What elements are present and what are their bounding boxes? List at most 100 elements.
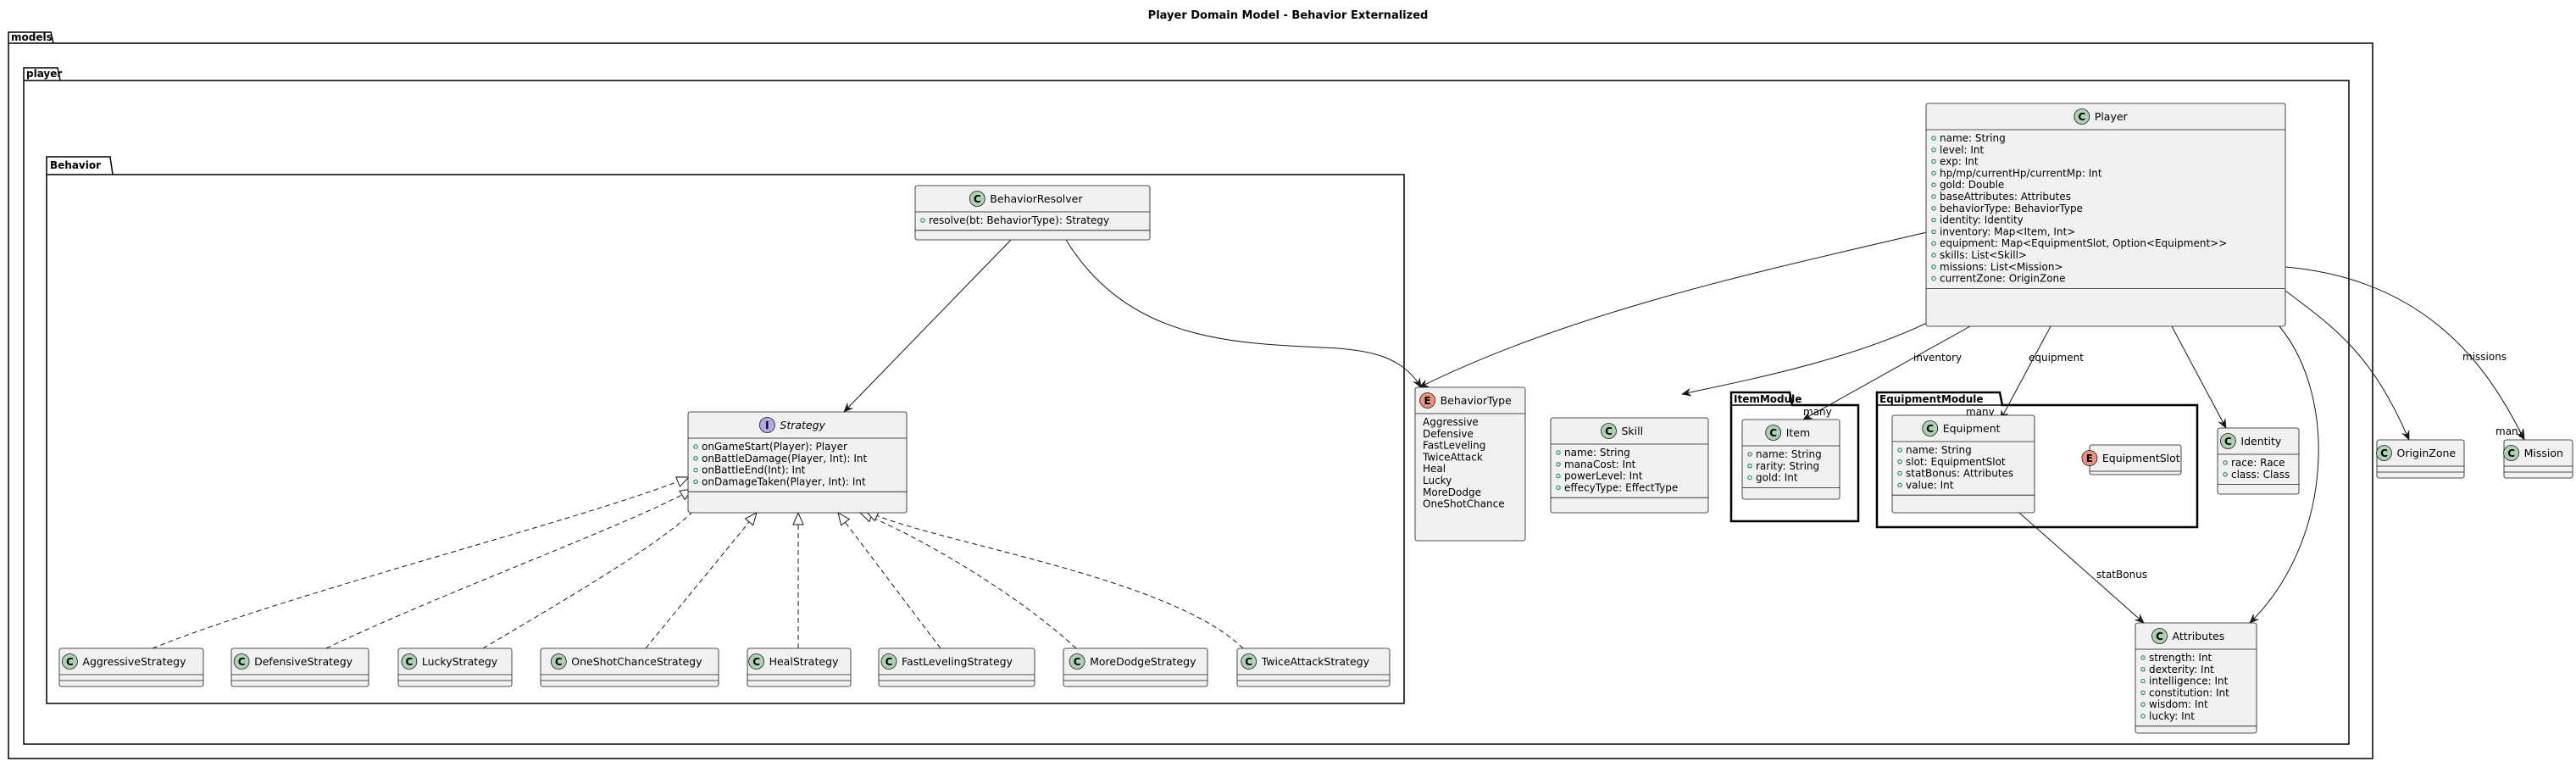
class-name: HealStrategy bbox=[769, 655, 839, 668]
stereotype-letter: I bbox=[765, 420, 769, 431]
class-box bbox=[1236, 648, 1391, 687]
class-member: name: String bbox=[1756, 448, 1822, 460]
diagram-title: Player Domain Model - Behavior Externali… bbox=[1148, 9, 1429, 22]
stereotype-icon bbox=[969, 191, 985, 207]
class-box bbox=[230, 648, 369, 687]
edge-player-to-identity bbox=[2171, 325, 2227, 429]
package-models: models bbox=[8, 31, 2373, 759]
edge-aggressive-realizes-strategy bbox=[152, 477, 689, 649]
edge-player-to-origin-zone bbox=[2285, 290, 2410, 441]
edge-player-to-item bbox=[1802, 325, 1971, 420]
stereotype-icon bbox=[401, 653, 418, 670]
visibility-public-icon bbox=[1931, 229, 1936, 235]
stereotype-letter: C bbox=[2380, 447, 2388, 459]
package-label-models: models bbox=[11, 31, 53, 43]
class-name: BehaviorType bbox=[1441, 394, 1513, 407]
class-name: LuckyStrategy bbox=[422, 655, 498, 668]
visibility-public-icon bbox=[1931, 194, 1936, 199]
stereotype-icon bbox=[1601, 423, 1617, 439]
visibility-public-icon bbox=[2140, 678, 2146, 684]
package-label-behavior: Behavior bbox=[50, 159, 101, 171]
edge-equipment-to-attributes bbox=[2018, 512, 2145, 624]
class-name: OneShotChanceStrategy bbox=[571, 655, 702, 668]
edge-label-equipment-multiplicity: many bbox=[1966, 406, 1995, 418]
stereotype-icon bbox=[2151, 628, 2168, 644]
class-name: OriginZone bbox=[2397, 447, 2457, 459]
edge-labels: inventory many equipment many missions m… bbox=[1803, 351, 2524, 581]
class-member: gold: Int bbox=[1756, 472, 1798, 484]
visibility-public-icon bbox=[1556, 450, 1561, 455]
class-aggressive-strategy[interactable]: C AggressiveStrategy bbox=[58, 648, 204, 687]
visibility-public-icon bbox=[1931, 182, 1936, 187]
edge-oneshot-realizes-strategy bbox=[645, 513, 757, 649]
stereotype-letter: C bbox=[66, 656, 74, 668]
class-box bbox=[747, 648, 852, 687]
visibility-public-icon bbox=[2140, 655, 2146, 660]
visibility-public-icon bbox=[1931, 264, 1936, 270]
package-behavior: Behavior bbox=[46, 156, 1405, 704]
edge-resolver-to-strategy bbox=[843, 239, 1012, 413]
visibility-public-icon bbox=[2140, 667, 2146, 672]
class-member: rarity: String bbox=[1756, 460, 1819, 472]
stereotype-letter: C bbox=[974, 193, 981, 205]
visibility-public-icon bbox=[1556, 485, 1561, 491]
class-member: onDamageTaken(Player, Int): Int bbox=[702, 475, 866, 487]
class-member: wisdom: Int bbox=[2149, 698, 2208, 710]
edge-label-missions-multiplicity: many bbox=[2496, 425, 2524, 437]
visibility-public-icon bbox=[1931, 170, 1936, 176]
class-box bbox=[687, 411, 908, 514]
class-name: AggressiveStrategy bbox=[82, 655, 186, 668]
visibility-public-icon bbox=[693, 444, 698, 449]
class-member: hp/mp/currentHp/currentMp: Int bbox=[1940, 167, 2102, 179]
class-origin-zone[interactable]: C OriginZone bbox=[2376, 439, 2465, 479]
class-box bbox=[540, 648, 719, 687]
class-member: class: Class bbox=[2231, 469, 2290, 481]
class-member: FastLeveling bbox=[1423, 440, 1485, 452]
stereotype-icon bbox=[759, 417, 775, 433]
stereotype-icon bbox=[233, 653, 250, 670]
class-member: identity: Identity bbox=[1940, 214, 2024, 226]
edge-moredodge-realizes-strategy bbox=[860, 513, 1077, 649]
stereotype-letter: C bbox=[1245, 656, 1252, 668]
class-member: equipment: Map<EquipmentSlot, Option<Equ… bbox=[1940, 237, 2227, 249]
class-member: level: Int bbox=[1940, 144, 1985, 156]
visibility-public-icon bbox=[1897, 447, 1902, 453]
class-name: Item bbox=[1786, 426, 1810, 439]
class-member: race: Race bbox=[2231, 457, 2285, 469]
visibility-public-icon bbox=[1931, 217, 1936, 223]
class-member: OneShotChance bbox=[1423, 498, 1505, 510]
class-box bbox=[1063, 648, 1208, 687]
stereotype-icon bbox=[62, 653, 78, 670]
stereotype-letter: C bbox=[2156, 631, 2163, 642]
stereotype-icon bbox=[1922, 420, 1939, 436]
class-box bbox=[1925, 103, 2286, 327]
stereotype-letter: C bbox=[2224, 436, 2232, 447]
class-name: Strategy bbox=[780, 419, 825, 431]
class-box bbox=[1550, 417, 1709, 514]
class-name: Skill bbox=[1622, 425, 1644, 437]
stereotype-letter: E bbox=[2086, 453, 2093, 464]
stereotype-icon bbox=[1419, 392, 1435, 409]
class-name: Equipment bbox=[1943, 422, 2001, 435]
stereotype-letter: C bbox=[2507, 447, 2515, 459]
visibility-public-icon bbox=[1556, 473, 1561, 479]
visibility-public-icon bbox=[2140, 714, 2146, 719]
